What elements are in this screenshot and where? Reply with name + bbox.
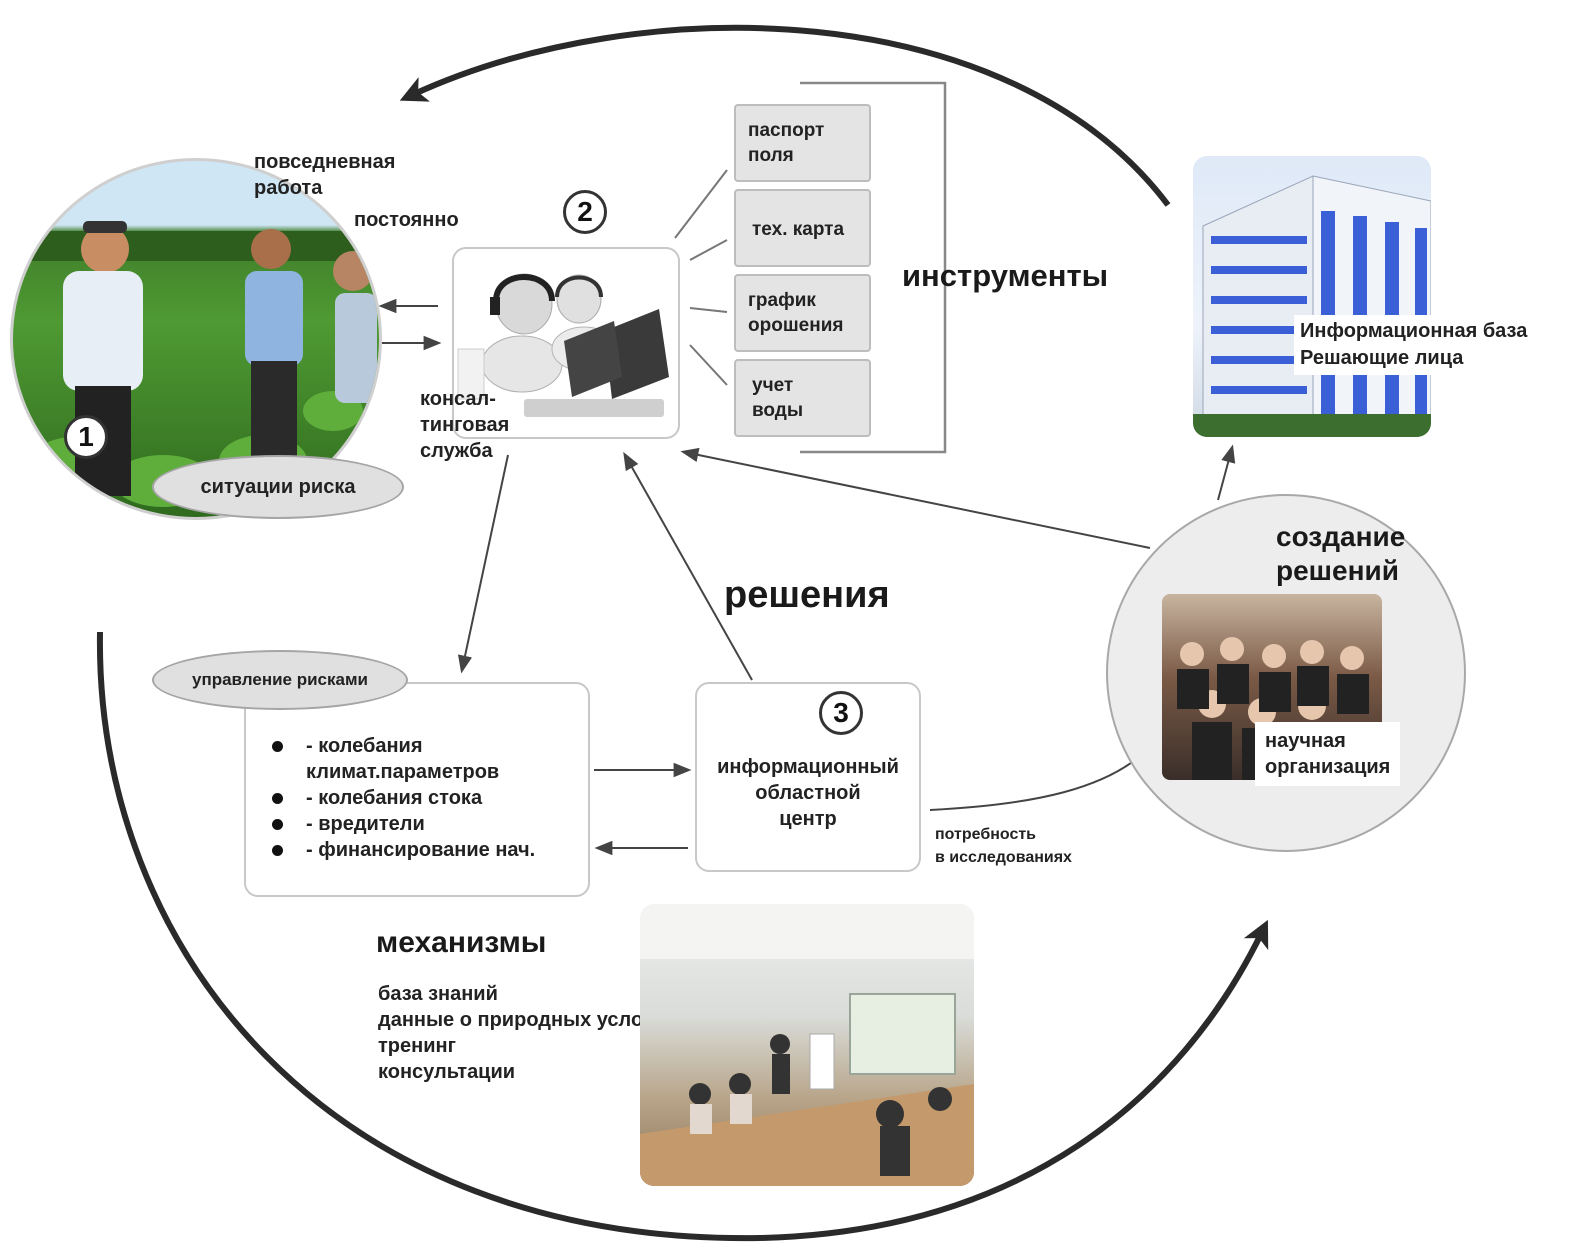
risk-item: - колебания стока <box>248 785 535 811</box>
mechanism-item: база знаний <box>378 983 498 1005</box>
instruments-label: инструменты <box>902 258 1109 293</box>
training-photo <box>640 904 974 1186</box>
mechanisms-list: база знаний данные о природных условиях … <box>378 981 691 1085</box>
mechanisms-label: механизмы <box>376 926 547 959</box>
mechanism-item: данные о природных условиях <box>378 1009 691 1031</box>
building-photo <box>1193 156 1431 437</box>
bullet-icon <box>272 793 283 804</box>
risk-situations-pill: ситуации риска <box>152 455 404 519</box>
info-center-box <box>695 682 921 872</box>
step-number-1: 1 <box>64 415 108 459</box>
bullet-icon <box>272 819 283 830</box>
cycle-arrow-bottom <box>96 631 1269 1242</box>
mechanism-item: тренинг <box>378 1035 456 1057</box>
consulting-service-box <box>452 247 680 439</box>
bullet-icon <box>272 845 283 856</box>
mechanism-item: консультации <box>378 1061 516 1083</box>
office-building-illustration <box>1193 175 1431 437</box>
cycle-arrow-top <box>399 24 1171 207</box>
instruments-bracket <box>800 81 947 454</box>
decisions-label: решения <box>724 574 890 616</box>
tool-tech-map: тех. карта <box>734 189 871 267</box>
risk-item: - вредители <box>248 811 535 837</box>
training-room-illustration <box>640 904 974 1186</box>
consulting-label: консал- тинговая служба <box>420 388 510 462</box>
constantly-label: постоянно <box>354 209 459 231</box>
step-number-2: 2 <box>563 190 607 234</box>
bullet-icon <box>272 741 283 752</box>
risk-management-pill: управление рисками <box>152 650 408 710</box>
risk-item: - финансирование нач. <box>248 837 535 863</box>
risk-management-box <box>244 682 590 897</box>
step-number-3: 3 <box>819 691 863 735</box>
call-center-icon <box>457 273 669 417</box>
